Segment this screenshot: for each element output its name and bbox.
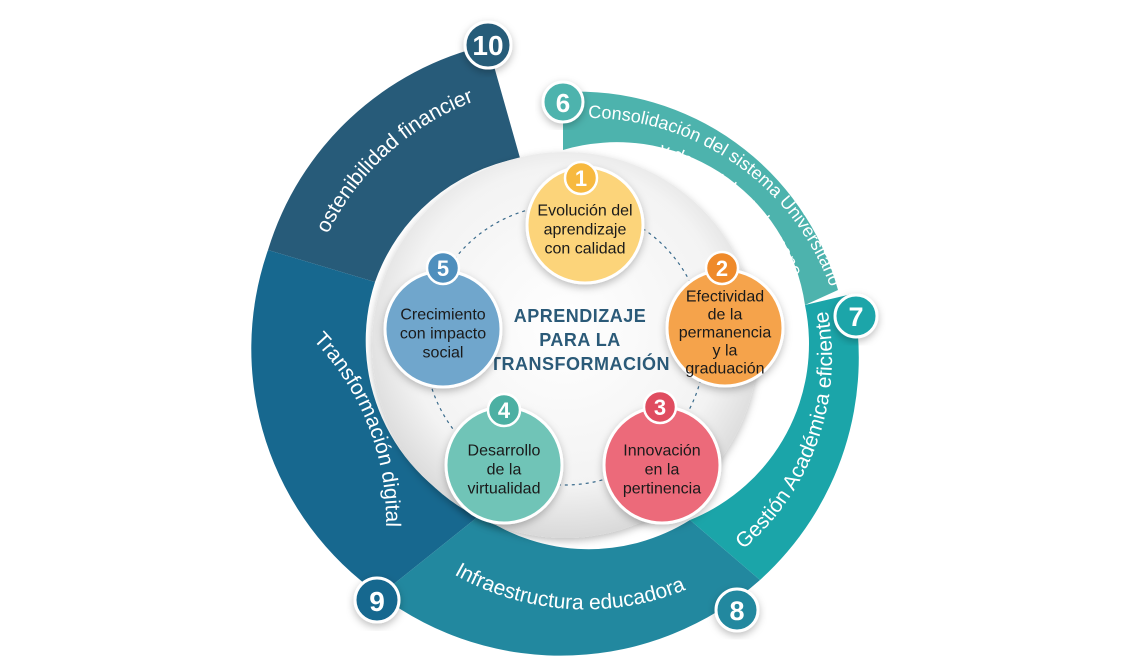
inner-item-2-line: Efectividad	[686, 288, 764, 305]
inner-badge-1	[563, 160, 599, 196]
inner-badge-4	[486, 392, 522, 428]
inner-item-5-line: social	[423, 345, 464, 362]
center-title-line3: TRANSFORMACIÓN	[490, 353, 670, 374]
segment-9	[251, 250, 480, 595]
inner-item-5-line: Crecimiento	[400, 307, 485, 324]
badge-10-number: 10	[472, 30, 503, 61]
inner-item-1: Evolución del aprendizaje con calidad 1	[525, 160, 645, 285]
inner-item-4-line: Desarrollo	[468, 443, 541, 460]
badge-7: 7	[833, 293, 879, 339]
badge-6-number: 6	[556, 88, 570, 118]
segment-8	[380, 515, 760, 656]
badge-9-number: 9	[369, 586, 385, 617]
badge-8: 8	[714, 587, 760, 633]
inner-item-3-line: en la	[645, 462, 680, 479]
inner-item-1-line: con calidad	[545, 241, 626, 258]
inner-item-3-line: pertinencia	[623, 481, 701, 498]
inner-item-2-line: y la	[713, 342, 738, 359]
center-title-line2: PARA LA	[539, 330, 621, 350]
inner-item-2-line: permanencia	[679, 324, 772, 341]
inner-item-5-line: con impacto	[400, 326, 486, 343]
inner-item-3: Innovación en la pertinencia 3	[602, 389, 722, 525]
badge-9: 9	[353, 576, 401, 624]
inner-item-4-line: de la	[487, 462, 522, 479]
inner-item-2-line: de la	[708, 306, 743, 323]
inner-badge-2	[704, 250, 740, 286]
inner-item-2-line: graduación	[685, 360, 764, 377]
inner-badge-5-number: 5	[437, 256, 449, 281]
badge-10: 10	[463, 20, 513, 70]
inner-badge-3	[642, 389, 678, 425]
inner-item-4: Desarrollo de la virtualidad 4	[444, 392, 564, 525]
inner-item-4-line: virtualidad	[468, 481, 541, 498]
inner-item-1-line: aprendizaje	[544, 222, 627, 239]
center-title-line1: APRENDIZAJE	[514, 306, 647, 326]
badge-6: 6	[541, 80, 585, 124]
inner-badge-3-number: 3	[654, 395, 666, 420]
badge-8-number: 8	[729, 596, 744, 626]
segment-7	[690, 294, 859, 580]
badge-7-number: 7	[848, 302, 863, 332]
inner-badge-2-number: 2	[716, 256, 728, 281]
segment-6	[563, 91, 838, 306]
inner-badge-4-number: 4	[498, 398, 511, 423]
inner-items: Evolución del aprendizaje con calidad 1Efec…	[383, 160, 785, 525]
inner-badge-5	[425, 250, 461, 286]
segment-10	[268, 45, 520, 282]
inner-item-1-line: Evolución del	[537, 203, 632, 220]
inner-item-3-line: Innovación	[623, 443, 700, 460]
inner-item-5: Crecimiento con impacto social 5	[383, 250, 503, 389]
inner-badge-1-number: 1	[575, 166, 587, 191]
